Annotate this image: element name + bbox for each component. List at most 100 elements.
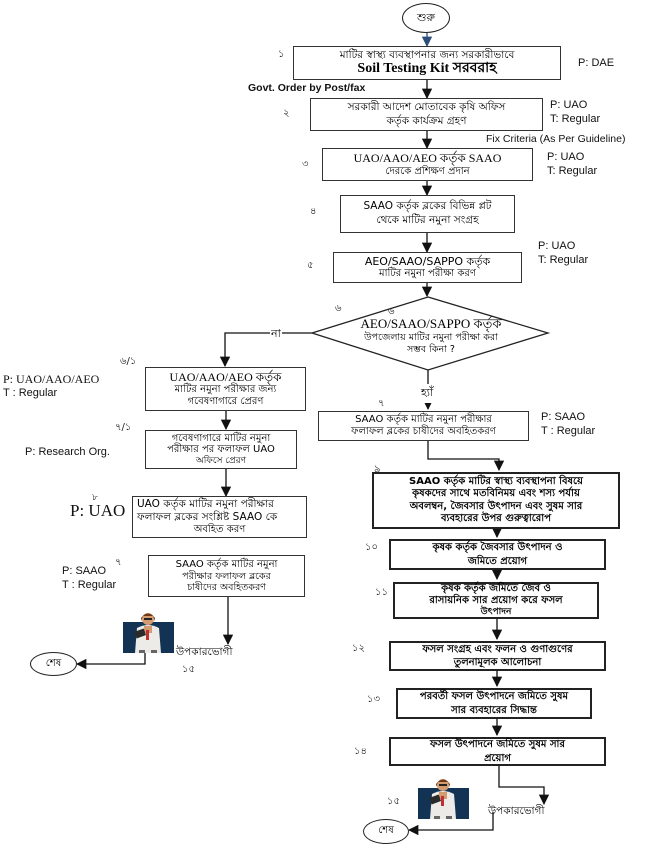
step-7-left-number: ৭ (115, 557, 122, 568)
step-12-box: ফসল সংগ্রহ এবং ফলন ও গুণাগুণের তুলনামূলক… (389, 641, 606, 671)
step-11-box: কৃষক কর্তৃক জমিতে জৈব ও রাসায়নিক সার প্… (393, 582, 599, 619)
step-2-note-p: P: UAO (550, 99, 588, 111)
step-1-box: মাটির স্বাস্থ্য ব্যবস্থাপনার জন্য সরকারী… (293, 46, 561, 80)
step-6-1-note-t: T : Regular (3, 387, 58, 399)
beneficiary-label-left: উপকারভোগী (176, 646, 233, 658)
step-1-line-2: Soil Testing Kit সরবরাহ (357, 60, 497, 76)
step-1-line-1: মাটির স্বাস্থ্য ব্যবস্থাপনার জন্য সরকারী… (339, 48, 515, 61)
step-8-number: ৮ (92, 493, 98, 503)
step-7-right-line-1: SAAO কর্তৃক মাটির নমুনা পরীক্ষার (355, 414, 492, 425)
connector-14-ben (498, 765, 550, 806)
step-9-line-3: অবলম্বন, জৈবসার উৎপাদন এবং সুষম সার (409, 500, 583, 512)
step-4-number: ৪ (310, 206, 317, 217)
step-6-inner-number: ৬ (388, 306, 395, 317)
step-7-right-number: ৭ (378, 398, 385, 409)
step-11-line-2: রাসায়নিক সার প্রয়োগ করে ফসল (429, 595, 563, 607)
beneficiary-number-right: ১৫ (387, 796, 400, 807)
end-node-left: শেষ (30, 652, 77, 676)
beneficiary-person-icon (123, 610, 174, 653)
step-5-note-p: P: UAO (538, 240, 576, 252)
step-10-line-1: কৃষক কর্তৃক জৈবসার উৎপাদন ও (432, 542, 563, 553)
step-6-1-line-1: UAO/AAO/AEO কর্তৃক (169, 369, 282, 384)
step-5-line-1: AEO/SAAO/SAPPO কর্তৃক (364, 254, 491, 268)
step-2-line-2: কর্তৃক কার্যক্রম গ্রহণ (386, 114, 467, 127)
step-5-note-t: T: Regular (538, 253, 589, 266)
step-5-box: AEO/SAAO/SAPPO কর্তৃক মাটির নমুনা পরীক্ষ… (333, 252, 522, 283)
fix-criteria-label: Fix Criteria (As Per Guideline) (486, 133, 626, 145)
decision-diamond-shape (309, 296, 551, 371)
step-9-line-1: SAAO কর্তৃক মাটির স্বাস্থ্য ব্যবস্থাপনা … (409, 475, 583, 487)
step-7-left-line-3: চাষীদের অবহিতকরণ (187, 582, 266, 593)
no-branch-label: না (270, 325, 282, 344)
decision-line-1: AEO/SAAO/SAPPO কর্তৃক (360, 316, 502, 331)
step-14-line-1: ফসল উৎপাদনে জমিতে সুষম সার (430, 739, 565, 750)
step-6-number: ৬ (335, 303, 342, 314)
beneficiary-number-left: ১৫ (182, 664, 195, 675)
decision-text: AEO/SAAO/SAPPO কর্তৃক উপজেলায় মাটির নমু… (318, 316, 544, 356)
step-8-line-3: অবহিত করণ (193, 523, 246, 535)
beneficiary-person-icon-right (418, 776, 469, 819)
step-6-1-line-2: মাটির নমুনা পরীক্ষার জন্য (174, 384, 277, 396)
step-11-line-3: উৎপাদন (480, 607, 512, 618)
step-6-1-line-3: গবেষণাগারে প্রেরণ (187, 396, 264, 408)
beneficiary-label-right: উপকারভোগী (488, 805, 545, 817)
step-7-1-line-3: অফিসে প্রেরণ (195, 455, 247, 466)
step-8-note-p: P: UAO (70, 501, 126, 520)
step-5-note: P: UAO T: Regular (538, 240, 588, 268)
step-6-1-note-p: P: UAO/AAO/AEO (3, 372, 100, 386)
end-label-right: শেষ (378, 825, 394, 836)
step-3-note: P: UAO T: Regular (547, 151, 597, 179)
step-12-number: ১২ (352, 643, 365, 654)
start-label: শুরু (417, 10, 435, 24)
step-13-line-1: পরবর্তী ফসল উৎপাদনে জমিতে সুষম (419, 691, 569, 702)
step-7-left-note-t: T : Regular (62, 578, 117, 591)
step-9-line-2: কৃষকদের সাথে মতবিনিময় এবং শস্য পর্যায় (412, 488, 580, 499)
step-1-note: P: DAE (578, 57, 614, 71)
step-10-box: কৃষক কর্তৃক জৈবসার উৎপাদন ও জমিতে প্রয়ো… (389, 539, 606, 570)
connector-ben-end-2 (407, 812, 494, 836)
step-11-line-1: কৃষক কর্তৃক জমিতে জৈব ও (441, 583, 551, 595)
step-7-1-line-1: গবেষণাগারে মাটির নমুনা (171, 432, 271, 444)
step-6-1-note: P: UAO/AAO/AEO T : Regular (3, 372, 99, 401)
step-7-right-note-t: T : Regular (541, 424, 596, 437)
step-4-line-2: থেকে মাটির নমুনা সংগ্রহ (376, 214, 479, 226)
step-7-right-box: SAAO কর্তৃক মাটির নমুনা পরীক্ষার ফলাফল ব… (318, 411, 529, 441)
start-node: শুরু (402, 3, 450, 33)
connector-7R-9 (427, 441, 505, 472)
step-2-line-1: সরকারী আদেশ মোতাবেক কৃষি অফিস (347, 100, 506, 113)
step-7-right-note-p: P: SAAO (541, 411, 586, 423)
step-8-line-2: ফলাফল ব্লকের সংশ্লিষ্ট SAAO কে (137, 511, 278, 523)
step-9-box: SAAO কর্তৃক মাটির স্বাস্থ্য ব্যবস্থাপনা … (372, 472, 620, 529)
decision-line-2: উপজেলায় মাটির নমুনা পরীক্ষা করা (364, 332, 498, 344)
step-3-note-p: P: UAO (547, 151, 585, 163)
step-1-number: ১ (278, 49, 285, 60)
connector-6-no (219, 332, 312, 368)
step-14-box: ফসল উৎপাদনে জমিতে সুষম সার প্রয়োগ (389, 737, 606, 766)
step-7-1-number: ৭/১ (115, 422, 132, 433)
step-7-left-note-p: P: SAAO (62, 565, 107, 577)
step-2-note: P: UAO T: Regular (550, 99, 600, 127)
step-3-line-1: UAO/AAO/AEO কর্তৃক SAAO (353, 150, 502, 165)
end-label-left: শেষ (45, 657, 62, 669)
step-9-number: ৯ (374, 464, 381, 475)
step-3-note-t: T: Regular (547, 164, 598, 177)
step-7-left-box: SAAO কর্তৃক মাটির নমুনা পরীক্ষার ফলাফল ব… (148, 555, 305, 597)
step-4-box: SAAO কর্তৃক ব্লকের বিভিন্ন প্লট থেকে মাট… (340, 195, 515, 233)
step-2-box: সরকারী আদেশ মোতাবেক কৃষি অফিস কর্তৃক কার… (310, 98, 543, 131)
step-9-line-4: ব্যবহারের উপর গুরুত্বারোপ (440, 513, 551, 524)
step-11-number: ১১ (375, 587, 388, 598)
step-8-line-1: UAO কর্তৃক মাটির নমুনা পরীক্ষার (137, 498, 274, 511)
step-13-line-2: সার ব্যবহারের সিদ্ধান্ত (451, 704, 537, 716)
step-12-line-1: ফসল সংগ্রহ এবং ফলন ও গুণাগুণের (422, 643, 573, 655)
step-5-number: ৫ (307, 260, 314, 271)
step-7-left-note: P: SAAO T : Regular (62, 565, 116, 593)
step-3-line-2: দেরকে প্রশিক্ষণ প্রদান (385, 165, 470, 177)
step-7-left-line-1: SAAO কর্তৃক মাটির নমুনা (175, 558, 278, 570)
step-14-number: ১৪ (354, 746, 367, 757)
decision-line-3: সম্ভব কিনা ? (407, 344, 455, 356)
step-5-line-2: মাটির নমুনা পরীক্ষা করণ (379, 268, 476, 280)
step-4-line-1: SAAO কর্তৃক ব্লকের বিভিন্ন প্লট (363, 200, 492, 213)
step-2-note-t: T: Regular (550, 112, 601, 125)
step-8-note: P: UAO (70, 500, 125, 521)
